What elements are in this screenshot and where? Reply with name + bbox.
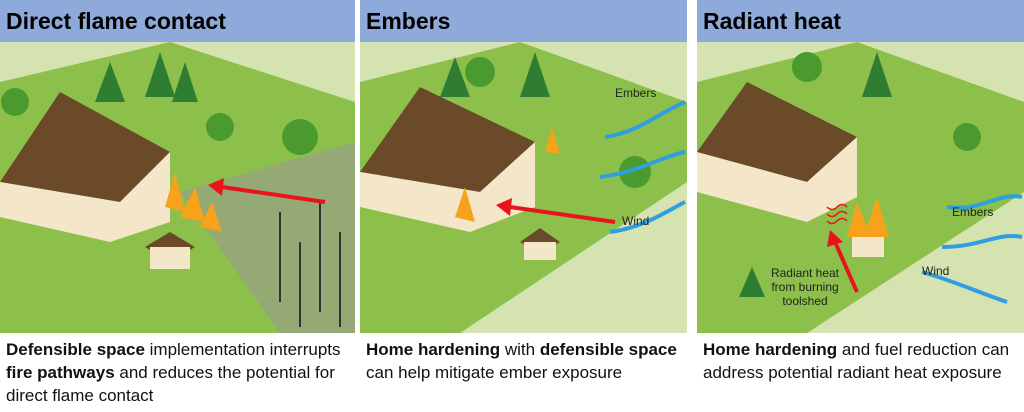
tree-icon xyxy=(739,52,981,297)
panel-title: Direct flame contact xyxy=(0,0,355,42)
radiant-heat-label-line1: Radiant heat xyxy=(771,266,840,280)
panel-caption: Home hardening with defensible space can… xyxy=(366,340,677,382)
dead-tree-icon xyxy=(279,202,341,327)
embers-label: Embers xyxy=(952,205,993,219)
panel-caption: Home hardening and fuel reduction can ad… xyxy=(703,340,1010,382)
radiant-heat-label-line3: toolshed xyxy=(782,294,827,308)
wind-arrows xyxy=(921,194,1023,304)
embers-label: Embers xyxy=(615,86,656,100)
panel-caption: Defensible space implementation interrup… xyxy=(6,340,341,405)
toolshed-icon xyxy=(145,232,195,269)
fire-icon xyxy=(165,172,222,232)
heat-waves xyxy=(826,203,848,225)
radiant-heat-label-line2: from burning xyxy=(771,280,838,294)
tree-icon xyxy=(1,52,318,155)
burning-toolshed-icon xyxy=(847,197,889,257)
illustration-radiant-heat: Embers Wind Radiant heat from burning to… xyxy=(697,42,1024,333)
panel-direct-flame-contact: Direct flame contact Defensible space im… xyxy=(0,0,355,412)
illustration-direct-flame xyxy=(0,42,355,333)
fire-icon xyxy=(455,127,560,222)
flame-path-arrow xyxy=(208,178,326,204)
wind-label: Wind xyxy=(622,214,649,228)
panel-radiant-heat: Radiant heat Embers Wind Radiant heat fr… xyxy=(697,0,1024,412)
house-icon xyxy=(360,87,535,232)
wind-label: Wind xyxy=(922,264,949,278)
toolshed-icon xyxy=(520,228,560,260)
tree-icon xyxy=(440,52,651,188)
house-icon xyxy=(0,92,170,242)
panel-title: Embers xyxy=(360,0,687,42)
radiant-heat-arrow xyxy=(827,230,859,293)
ember-arrow xyxy=(496,198,616,224)
panel-embers: Embers Embers Wind Home hardening with d… xyxy=(360,0,687,412)
wind-arrows xyxy=(599,100,686,234)
house-icon xyxy=(697,82,857,222)
panel-title: Radiant heat xyxy=(697,0,1024,42)
illustration-embers: Embers Wind xyxy=(360,42,687,333)
